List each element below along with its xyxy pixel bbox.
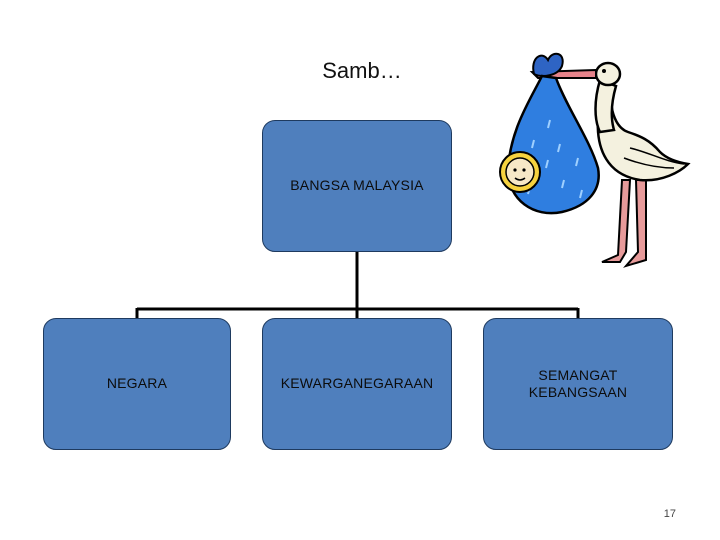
org-node-root-label: BANGSA MALAYSIA [290,177,424,194]
org-node-kewarganegaraan: KEWARGANEGARAAN [262,318,452,450]
stork-carrying-baby-icon [499,52,691,268]
org-node-root: BANGSA MALAYSIA [262,120,452,252]
org-node-label: NEGARA [106,375,168,392]
org-node-label: SEMANGAT KEBANGSAAN [528,366,628,401]
org-node-semangat-kebangsaan: SEMANGAT KEBANGSAAN [483,318,673,450]
slide-title: Samb… [322,58,402,83]
org-node-negara: NEGARA [43,318,231,450]
page-number: 17 [663,508,676,520]
org-node-label: KEWARGANEGARAAN [280,375,434,392]
